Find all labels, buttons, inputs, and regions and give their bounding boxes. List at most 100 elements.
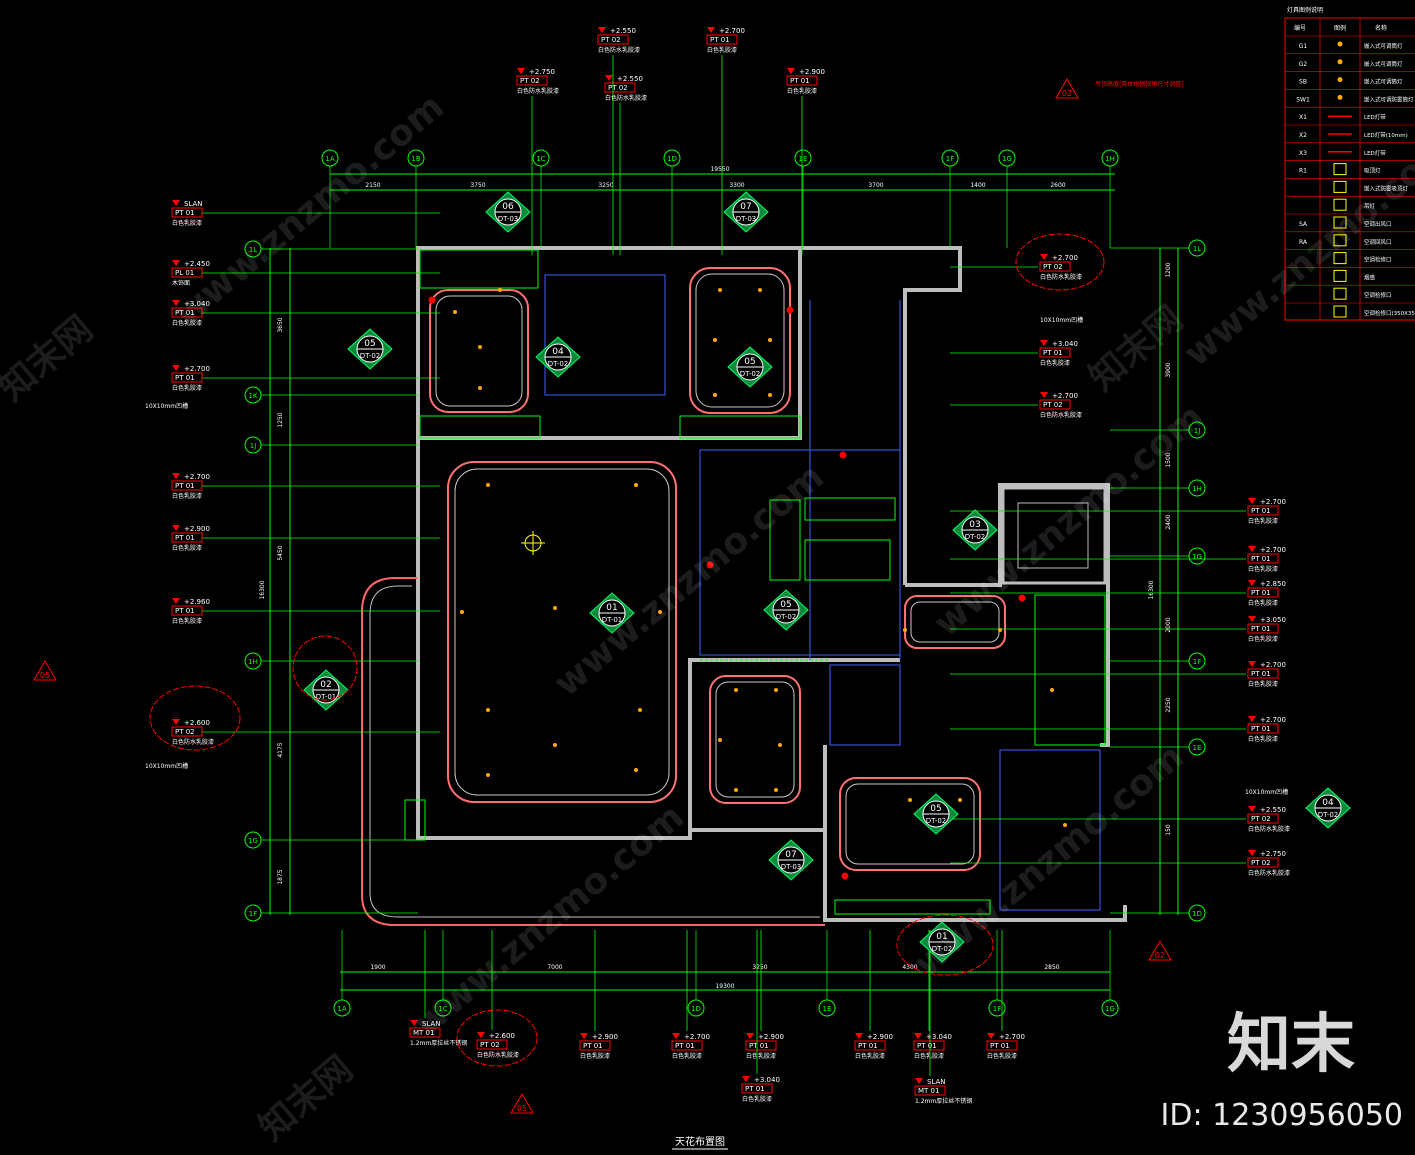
right-material-tag-box — [1039, 347, 1071, 358]
legend-row-code: R1 — [1299, 168, 1307, 175]
left-dim-text: 1250 — [277, 412, 284, 427]
bottom-material-tag-note: 白色乳胶漆 — [987, 1052, 1017, 1060]
top-axis-bubble-label: 1H — [1105, 155, 1115, 163]
note-text: 10X10mm凹槽 — [145, 402, 188, 410]
left-material-tag-code: PT 02 — [175, 728, 195, 736]
downlight-fixture — [713, 338, 717, 342]
right-material-tag-code: PT 02 — [1043, 263, 1063, 271]
bottom-material-tag-level: +2.900 — [758, 1033, 784, 1041]
legend-row-name: 嵌入式可调筒灯 — [1364, 78, 1403, 86]
downlight-fixture — [638, 708, 642, 712]
section-mark-num: 05 — [930, 804, 941, 814]
right-material-tag-code: PT 01 — [1251, 625, 1271, 633]
legend-row-code: RA — [1299, 239, 1308, 246]
top-material-tag-note: 白色防水乳胶漆 — [598, 46, 640, 54]
legend-fixture-icon — [1333, 269, 1347, 282]
right-material-tag-box — [1247, 857, 1279, 868]
legend-row-name: 嵌入式可调筒灯 — [1364, 60, 1403, 68]
legend-row-code: X2 — [1299, 132, 1307, 139]
bottom-material-tag-box — [409, 1027, 441, 1038]
bottom-material-tag-code: MT 01 — [918, 1087, 939, 1095]
left-material-tag-marker — [172, 525, 180, 531]
downlight-fixture — [478, 386, 482, 390]
top-material-tag-marker — [707, 27, 715, 33]
left-material-tag-box — [171, 480, 203, 491]
top-dim-text: 3300 — [729, 182, 744, 189]
section-mark-ref: DT-02 — [926, 817, 946, 825]
right-axis-bubble-label: 1G — [1192, 553, 1202, 561]
top-material-tag-level: +2.750 — [529, 68, 555, 76]
top-material-tag-level: +2.550 — [610, 27, 636, 35]
downlight-fixture — [758, 288, 762, 292]
legend-row-code: SA — [1299, 221, 1308, 228]
right-material-tag-level: +2.700 — [1052, 254, 1078, 262]
downlight-fixture — [498, 288, 502, 292]
revision-triangle — [1148, 940, 1172, 961]
section-mark-num: 01 — [936, 932, 947, 942]
left-material-tag-note: 白色防水乳胶漆 — [172, 738, 214, 746]
image-id: ID: 1230956050 — [1160, 1098, 1403, 1133]
right-material-tag-code: PT 01 — [1251, 589, 1271, 597]
section-mark-num: 05 — [780, 600, 791, 610]
section-mark-num: 06 — [502, 202, 514, 212]
left-dim-text: 3650 — [277, 317, 284, 332]
legend-fixture-icon — [1333, 287, 1347, 300]
brand-logo: 知末 — [1227, 1008, 1355, 1082]
right-material-tag-level: +2.700 — [1260, 716, 1286, 724]
downlight-fixture — [478, 345, 482, 349]
bottom-dim-text: 4300 — [902, 964, 917, 971]
bottom-total-dim: 19300 — [715, 983, 734, 990]
right-material-tag-note: 白色乳胶漆 — [1248, 517, 1278, 525]
left-material-tag-marker — [172, 598, 180, 604]
bottom-material-tag-note: 白色乳胶漆 — [742, 1095, 772, 1103]
right-material-tag-box — [1247, 668, 1279, 679]
section-mark-ref: DT-03 — [498, 215, 518, 223]
left-material-tag-box — [171, 532, 203, 543]
legend-fixture-icon — [1333, 234, 1347, 247]
legend-row-code: SB — [1299, 79, 1307, 86]
top-material-tag-note: 白色乳胶漆 — [787, 87, 817, 95]
bottom-material-tag-note: 白色乳胶漆 — [914, 1052, 944, 1060]
top-material-tag-code: PT 01 — [710, 36, 730, 44]
legend-row-name: 嵌入式防雾吸顶灯 — [1364, 184, 1409, 192]
bottom-material-tag-code: PT 01 — [917, 1042, 937, 1050]
bottom-material-tag-box — [913, 1040, 945, 1051]
bottom-material-tag-code: PT 01 — [583, 1042, 603, 1050]
left-material-tag-level: +2.450 — [184, 260, 210, 268]
section-mark-ref: DT-02 — [965, 533, 985, 541]
right-material-tag-box — [1039, 261, 1071, 272]
top-dim-text: 3750 — [470, 182, 485, 189]
legend-row-name: 空调出风口 — [1364, 220, 1392, 228]
downlight-fixture — [908, 798, 912, 802]
top-total-dim: 19550 — [710, 166, 729, 173]
legend-fixture-icon — [1333, 216, 1347, 229]
section-mark-num: 05 — [744, 357, 755, 367]
top-material-tag-level: +2.900 — [799, 68, 825, 76]
drawing-title: 天花布置图 — [675, 1135, 725, 1148]
right-material-tag-marker — [1248, 661, 1256, 667]
left-material-tag-marker — [172, 200, 180, 206]
top-dim-text: 2600 — [1050, 182, 1065, 189]
right-material-tag-box — [1247, 813, 1279, 824]
left-dim-text: 5450 — [277, 545, 284, 560]
section-mark-ref: DT-02 — [740, 370, 760, 378]
bottom-material-tag-level: +3.040 — [926, 1033, 952, 1041]
revision-triangle — [1055, 78, 1079, 99]
left-material-tag-marker — [172, 473, 180, 479]
bottom-material-tag-code: PT 02 — [480, 1041, 500, 1049]
smoke-detector-icon — [841, 872, 849, 880]
revision-number: 02 — [1062, 89, 1072, 98]
downlight-fixture — [1063, 823, 1067, 827]
top-dim-text: 2150 — [365, 182, 380, 189]
legend-row-code: SW1 — [1296, 96, 1310, 103]
left-material-tag-box — [171, 307, 203, 318]
right-material-tag-box — [1247, 623, 1279, 634]
bottom-material-tag-box — [476, 1039, 508, 1050]
bottom-material-tag-marker — [987, 1033, 995, 1039]
note-text: 10X10mm凹槽 — [145, 762, 188, 770]
downlight-fixture — [768, 338, 772, 342]
top-axis-bubble-label: 1D — [667, 155, 677, 163]
bottom-axis-bubble-label: 1E — [823, 1005, 832, 1013]
right-material-tag-level: +2.700 — [1260, 498, 1286, 506]
section-mark-num: 01 — [606, 603, 617, 613]
